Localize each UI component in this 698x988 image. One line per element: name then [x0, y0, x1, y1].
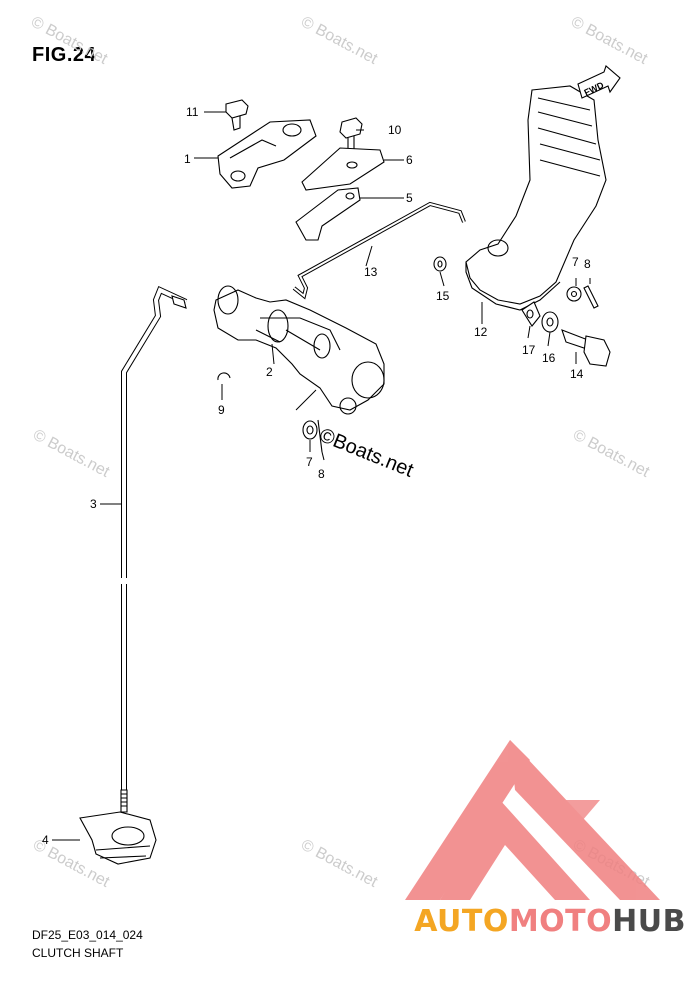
watermark: © Boats.net: [568, 14, 650, 69]
figure-code: DF25_E03_014_024: [32, 928, 143, 942]
part-8-pin: [317, 419, 323, 453]
callout-8: 8: [584, 257, 591, 271]
part-13-rod: [292, 201, 466, 300]
watermark: © Boats.net: [30, 427, 112, 482]
callout-13: 13: [364, 265, 378, 279]
figure-name: CLUTCH SHAFT: [32, 946, 124, 960]
part-2-shaft-assembly: [213, 285, 385, 415]
brand-logo: [405, 740, 660, 900]
part-16-washer: [541, 311, 559, 333]
part-8-pin-right: [583, 285, 599, 309]
watermark: © Boats.net: [298, 14, 380, 69]
part-7-washer-right: [566, 286, 582, 302]
figure-title: FIG.24: [32, 44, 97, 66]
brand-part-2: MOTO: [508, 904, 613, 939]
leader-lines: [52, 111, 591, 841]
callout-16: 16: [542, 351, 556, 365]
part-12-pedal: [465, 85, 607, 311]
callout-7: 7: [572, 255, 579, 269]
callout-3: 3: [90, 497, 97, 511]
watermark: © Boats.net: [570, 427, 652, 482]
callout-8-left: 8: [318, 467, 325, 481]
callouts: 1 2 3 4 5 6 7 7 8 8 9 10 11 12 13 14 15 …: [42, 105, 591, 847]
center-watermark: ©Boats.net: [316, 424, 417, 482]
callout-7-left: 7: [306, 455, 313, 469]
callout-4: 4: [42, 833, 49, 847]
part-17-bushing: [521, 301, 541, 327]
callout-14: 14: [570, 367, 584, 381]
callout-6: 6: [406, 153, 413, 167]
watermark: © Boats.net: [298, 837, 380, 892]
part-10-bolt: [339, 117, 363, 151]
callout-5: 5: [406, 191, 413, 205]
part-7-washer: [302, 420, 318, 440]
part-3-shaft: [120, 285, 188, 813]
part-5-link: [295, 187, 361, 241]
callout-2: 2: [266, 365, 273, 379]
brand-wordmark: AUTOMOTOHUB: [414, 904, 686, 939]
brand-part-3: HUB: [612, 904, 686, 939]
callout-10: 10: [388, 123, 402, 137]
fwd-arrow: [577, 65, 621, 99]
watermark: © Boats.net: [28, 14, 110, 69]
brand-part-1: AUTO: [414, 904, 509, 939]
part-4-lever: [79, 811, 157, 865]
part-1-bracket: [217, 119, 317, 189]
callout-17: 17: [522, 343, 536, 357]
part-11-bolt: [225, 99, 249, 131]
part-6-plate: [301, 147, 385, 191]
callout-1: 1: [184, 152, 191, 166]
part-14-bolt: [561, 329, 611, 367]
callout-12: 12: [474, 325, 488, 339]
callout-9: 9: [218, 403, 225, 417]
callout-15: 15: [436, 289, 450, 303]
callout-11: 11: [186, 105, 199, 119]
part-9-clip: [217, 372, 231, 381]
part-15-washer: [433, 256, 447, 272]
